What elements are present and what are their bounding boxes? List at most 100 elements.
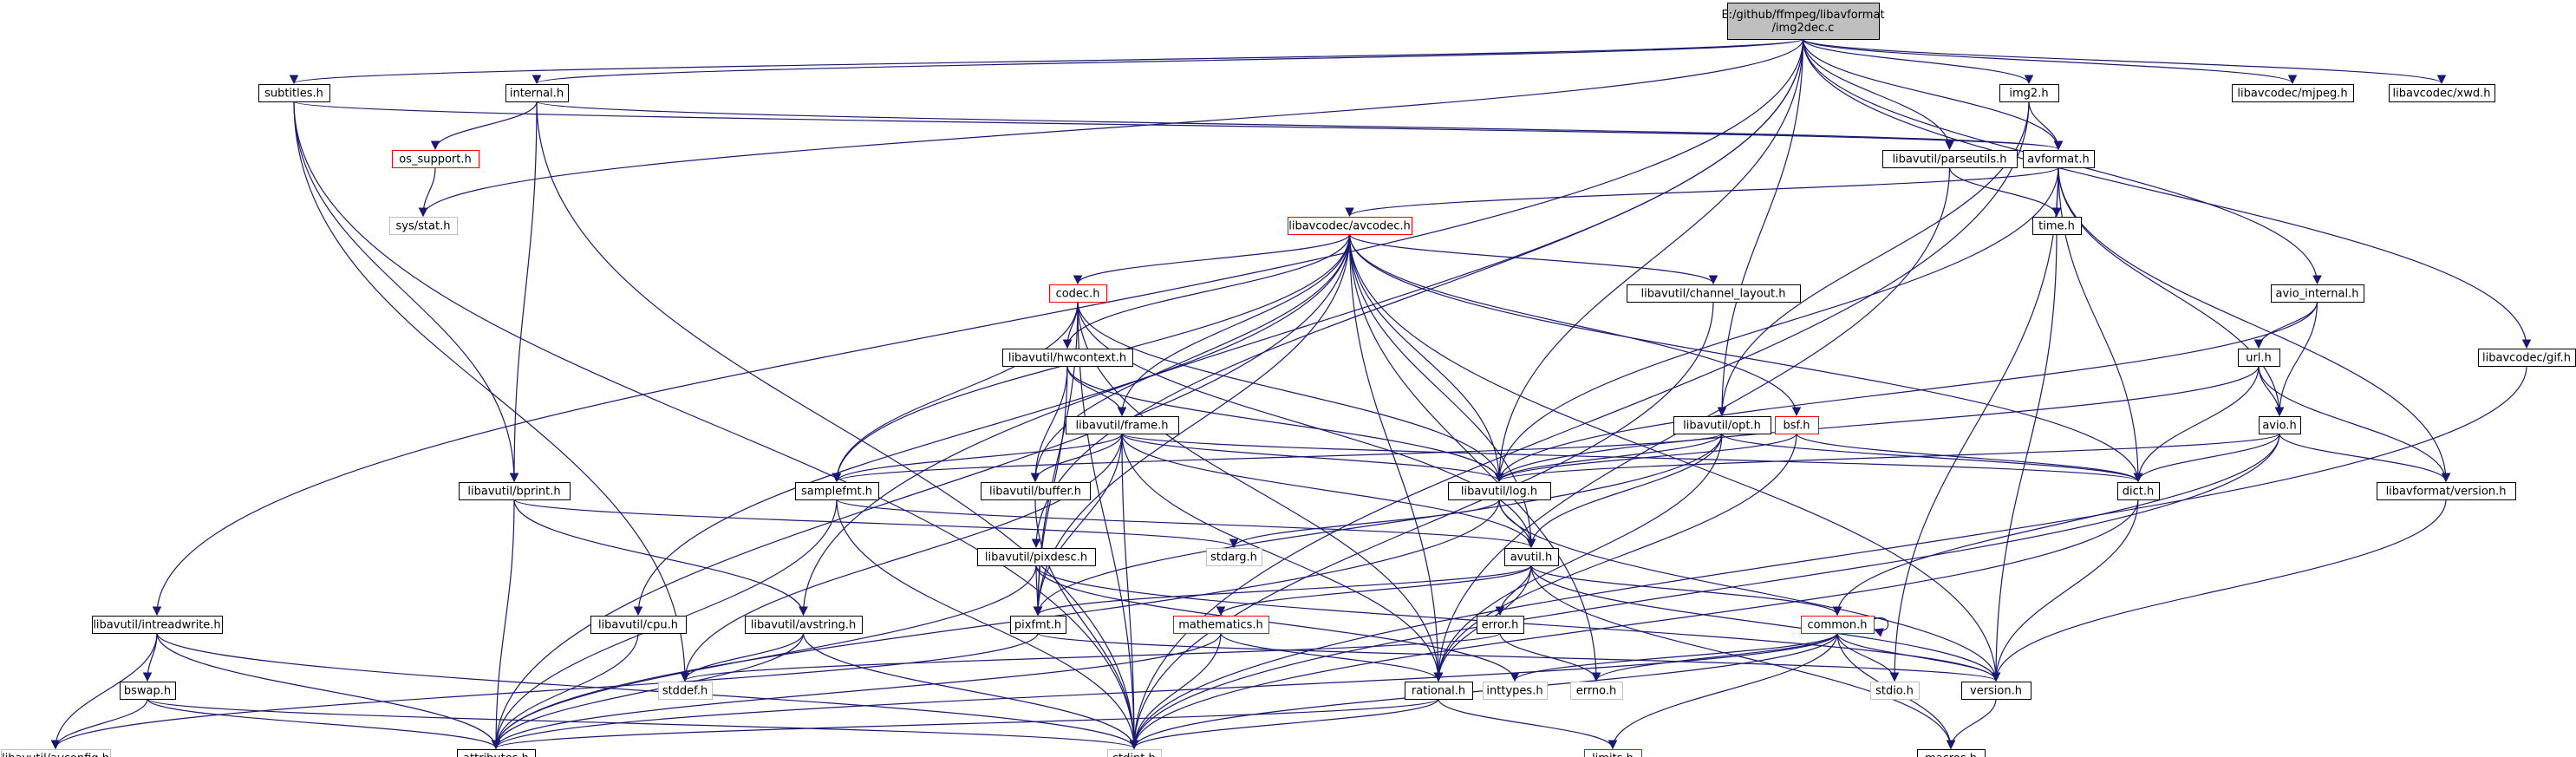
node-error[interactable]: error.h [1477,616,1524,634]
node-avio[interactable]: avio.h [2259,416,2301,434]
node-opt[interactable]: libavutil/opt.h [1673,416,1771,434]
edge-log-to-attributes [491,499,1500,750]
node-timeh[interactable]: time.h [2032,217,2082,235]
edge-rational-to-limits [1438,698,1618,750]
edge-avcodec-to-frame [1117,233,1351,417]
node-box [2271,284,2364,303]
node-stdarg[interactable]: stdarg.h [1206,548,1262,566]
node-avcodec[interactable]: libavcodec/avcodec.h [1288,217,1412,235]
node-label: libavutil/parseutils.h [1892,153,2006,166]
node-img2[interactable]: img2.h [1999,84,2059,102]
edge-bsf-to-rational [1433,433,1797,682]
edge-avio-to-fmtversion [2279,433,2451,483]
edge-frame-to-pixfmt [1033,433,1123,617]
node-rational[interactable]: rational.h [1405,682,1473,700]
edge-internal-to-os_support [430,101,538,151]
edge-bprint-to-avstring [513,499,808,617]
node-url[interactable]: url.h [2238,349,2280,367]
edge-fmtversion-to-version [1991,499,2447,682]
edge-avutil-to-version [1530,564,2001,682]
node-buffer[interactable]: libavutil/buffer.h [981,482,1091,500]
node-attributes[interactable]: attributes.h [457,749,536,757]
node-frame[interactable]: libavutil/frame.h [1066,416,1179,434]
node-gif[interactable]: libavcodec/gif.h [2478,349,2576,367]
node-mjpeg[interactable]: libavcodec/mjpeg.h [2232,84,2354,102]
node-avio_internal[interactable]: avio_internal.h [2271,284,2364,303]
node-avformat[interactable]: avformat.h [2023,150,2095,168]
node-bprint[interactable]: libavutil/bprint.h [459,482,571,500]
node-intreadwrite[interactable]: libavutil/intreadwrite.h [92,616,223,634]
node-box [1584,749,1642,757]
node-box [1917,749,1986,757]
node-cpu[interactable]: libavutil/cpu.h [590,616,687,634]
node-label: bsf.h [1783,420,1810,433]
edge-img2-to-opt [1717,101,2030,417]
node-avconfig[interactable]: libavutil/avconfig.h [1,749,111,757]
node-box [1288,217,1412,235]
node-limits[interactable]: limits.h [1584,749,1642,757]
node-label: stddef.h [662,685,708,698]
node-xwd[interactable]: libavcodec/xwd.h [2389,84,2495,102]
node-avutil[interactable]: avutil.h [1504,548,1559,566]
node-box [1570,682,1623,700]
edge-avformat-to-dict [2058,166,2143,483]
edge-log-to-version [1498,499,2001,682]
node-box [2389,84,2495,102]
edge-cpu-to-attributes [491,632,639,750]
node-bswap[interactable]: bswap.h [120,682,176,700]
node-samplefmt[interactable]: samplefmt.h [795,482,879,500]
node-codec[interactable]: codec.h [1049,284,1107,303]
node-box [120,682,176,700]
node-label: libavutil/opt.h [1683,420,1761,433]
node-bsf[interactable]: bsf.h [1775,416,1819,434]
node-sysstat[interactable]: sys/stat.h [389,217,458,235]
node-stdio[interactable]: stdio.h [1870,682,1920,700]
node-stddef[interactable]: stddef.h [658,682,713,700]
node-box [1727,3,1880,40]
edge-url-to-dict [2133,365,2260,483]
node-box [2232,84,2354,102]
node-common[interactable]: common.h [1801,616,1875,634]
node-label: attributes.h [463,753,529,757]
node-label: bswap.h [124,685,171,698]
node-label: libavutil/channel_layout.h [1641,288,1786,301]
node-errno[interactable]: errno.h [1570,682,1623,700]
node-label: mathematics.h [1178,619,1263,632]
node-box [1206,548,1262,566]
node-label: inttypes.h [1486,685,1542,698]
node-version[interactable]: version.h [1961,682,2031,700]
edge-bprint-to-attributes [491,499,515,750]
edge-version-to-macros [1946,698,1997,750]
node-os_support[interactable]: os_support.h [392,150,479,168]
node-dict[interactable]: dict.h [2117,482,2160,500]
node-box [1010,616,1066,634]
node-mathematics[interactable]: mathematics.h [1173,616,1269,634]
node-fmtversion[interactable]: libavformat/version.h [2377,482,2516,500]
node-macros[interactable]: macros.h [1917,749,1986,757]
node-inttypes[interactable]: inttypes.h [1483,682,1548,700]
node-label: libavcodec/avcodec.h [1288,220,1411,233]
node-stdint[interactable]: stdint.h [1107,749,1162,757]
node-img2dec[interactable]: E:/github/ffmpeg/libavformat/img2dec.c [1721,3,1885,40]
node-label: avformat.h [2027,153,2089,166]
node-pixfmt[interactable]: pixfmt.h [1010,616,1066,634]
node-pixdesc[interactable]: libavutil/pixdesc.h [977,548,1096,566]
node-label: codec.h [1056,288,1100,301]
node-label: libavutil/avstring.h [751,619,856,632]
node-avstring[interactable]: libavutil/avstring.h [745,616,863,634]
edge-avcodec-to-dict [1348,233,2143,483]
node-channel_layout[interactable]: libavutil/channel_layout.h [1627,284,1801,303]
node-label: img2.h [2009,88,2048,101]
node-parseutils[interactable]: libavutil/parseutils.h [1882,150,2018,168]
node-box [457,749,536,757]
edge-codec-to-log [1077,301,1504,483]
node-box [1775,416,1819,434]
node-internal[interactable]: internal.h [505,84,569,102]
node-label: samplefmt.h [801,486,872,499]
node-subtitles[interactable]: subtitles.h [258,84,330,102]
edge-gif-to-stdint [1129,365,2527,750]
node-log[interactable]: libavutil/log.h [1448,482,1551,500]
node-hwcontext[interactable]: libavutil/hwcontext.h [1002,349,1133,367]
edge-samplefmt-to-stdint [836,499,1139,750]
edge-avutil-to-pixfmt [1033,564,1532,617]
